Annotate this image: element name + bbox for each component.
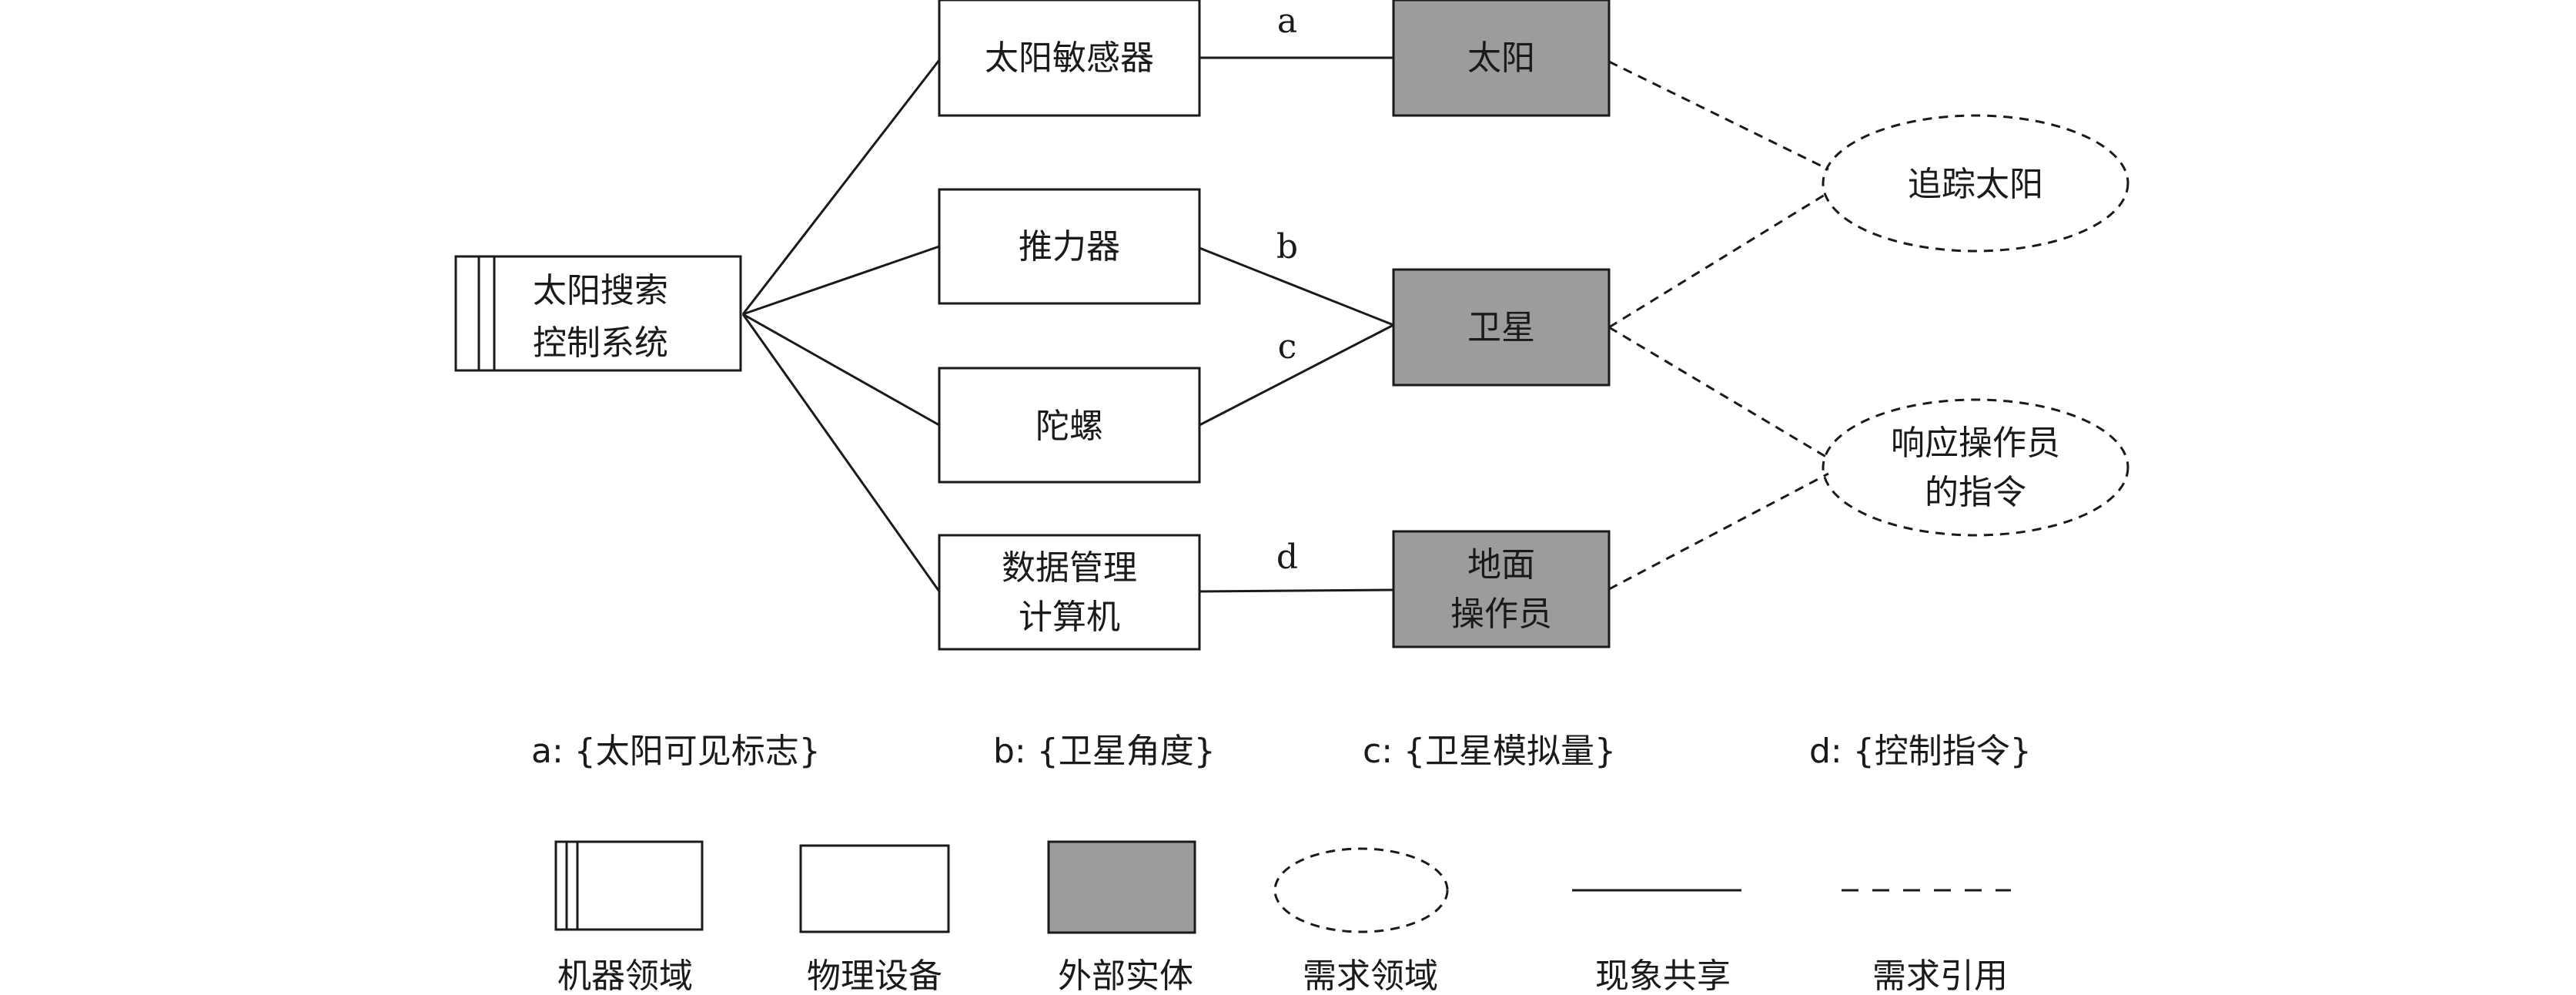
legend-machine-label: 机器领域 <box>557 956 693 995</box>
phenomenon-d: d: {控制指令} <box>1809 732 2032 771</box>
respond-operator-line1: 响应操作员 <box>1891 424 2060 463</box>
entity-operator: 地面 操作员 <box>1392 530 1611 648</box>
legend-physical-device: 物理设备 <box>799 844 950 995</box>
operator-line2: 操作员 <box>1450 595 1552 634</box>
machine-domain-line1: 太阳搜索 <box>533 271 668 310</box>
phenomenon-a: a: {太阳可见标志} <box>531 732 821 771</box>
machine-domain-line2: 控制系统 <box>533 323 668 363</box>
legend-entity-label: 外部实体 <box>1058 956 1193 995</box>
satellite-label: 卫星 <box>1467 308 1535 347</box>
phenomenon-b: b: {卫星角度} <box>993 732 1216 771</box>
data-computer-line2: 计算机 <box>1019 598 1120 637</box>
line-machine-data-computer <box>741 313 941 592</box>
operator-line1: 地面 <box>1467 545 1535 585</box>
device-data-computer: 数据管理 计算机 <box>938 534 1201 651</box>
line-machine-thruster <box>742 245 940 316</box>
entity-sun: 太阳 <box>1392 0 1611 117</box>
device-sun-sensor: 太阳敏感器 <box>938 0 1201 117</box>
interface-c-label: c <box>1278 327 1297 367</box>
line-c-gyro-satellite <box>1199 323 1394 427</box>
legend-share-label: 现象共享 <box>1595 956 1731 995</box>
line-d-computer-operator <box>1199 588 1394 593</box>
interface-d-label: d <box>1276 538 1298 577</box>
legend-requirement-domain: 需求领域 <box>1273 847 1449 995</box>
interface-b-label: b <box>1276 227 1298 266</box>
data-computer-line1: 数据管理 <box>1002 548 1137 588</box>
phenomena-list: a: {太阳可见标志} b: {卫星角度} c: {卫星模拟量} d: {控制指… <box>531 732 2032 771</box>
legend-phenomena-sharing: 现象共享 <box>1572 889 1741 995</box>
line-machine-gyro <box>742 313 940 427</box>
sun-label: 太阳 <box>1467 39 1535 78</box>
ref-satellite-respond <box>1608 326 1829 460</box>
sun-sensor-label: 太阳敏感器 <box>985 39 1154 78</box>
ref-sun-track <box>1608 60 1829 171</box>
device-thruster: 推力器 <box>938 188 1201 305</box>
ref-operator-respond <box>1608 472 1829 591</box>
device-gyro: 陀螺 <box>938 367 1201 484</box>
requirement-track-sun: 追踪太阳 <box>1822 114 2129 253</box>
legend-device-label: 物理设备 <box>807 956 942 995</box>
shared-phenomena-lines <box>741 56 1394 593</box>
line-b-thruster-satellite <box>1199 246 1394 327</box>
entity-satellite: 卫星 <box>1392 268 1611 387</box>
legend-external-entity: 外部实体 <box>1047 840 1196 995</box>
legend-reference-label: 需求引用 <box>1872 956 2008 995</box>
machine-domain-box: 太阳搜索 控制系统 <box>454 255 742 372</box>
requirement-reference-lines <box>1608 60 1829 591</box>
ref-satellite-track <box>1608 191 1829 329</box>
legend-requirement-label: 需求领域 <box>1303 956 1438 995</box>
legend: 机器领域 物理设备 外部实体 需求领域 现象共享 需求引用 <box>554 840 2011 995</box>
legend-machine-domain: 机器领域 <box>554 840 704 995</box>
legend-requirement-reference: 需求引用 <box>1842 889 2011 995</box>
requirement-respond-operator: 响应操作员 的指令 <box>1822 398 2129 537</box>
gyro-label: 陀螺 <box>1035 407 1103 446</box>
respond-operator-line2: 的指令 <box>1925 473 2026 512</box>
track-sun-label: 追踪太阳 <box>1908 165 2043 204</box>
interface-a-label: a <box>1277 2 1297 41</box>
thruster-label: 推力器 <box>1019 227 1120 266</box>
phenomenon-c: c: {卫星模拟量} <box>1363 732 1616 771</box>
line-machine-sun-sensor <box>741 59 941 315</box>
